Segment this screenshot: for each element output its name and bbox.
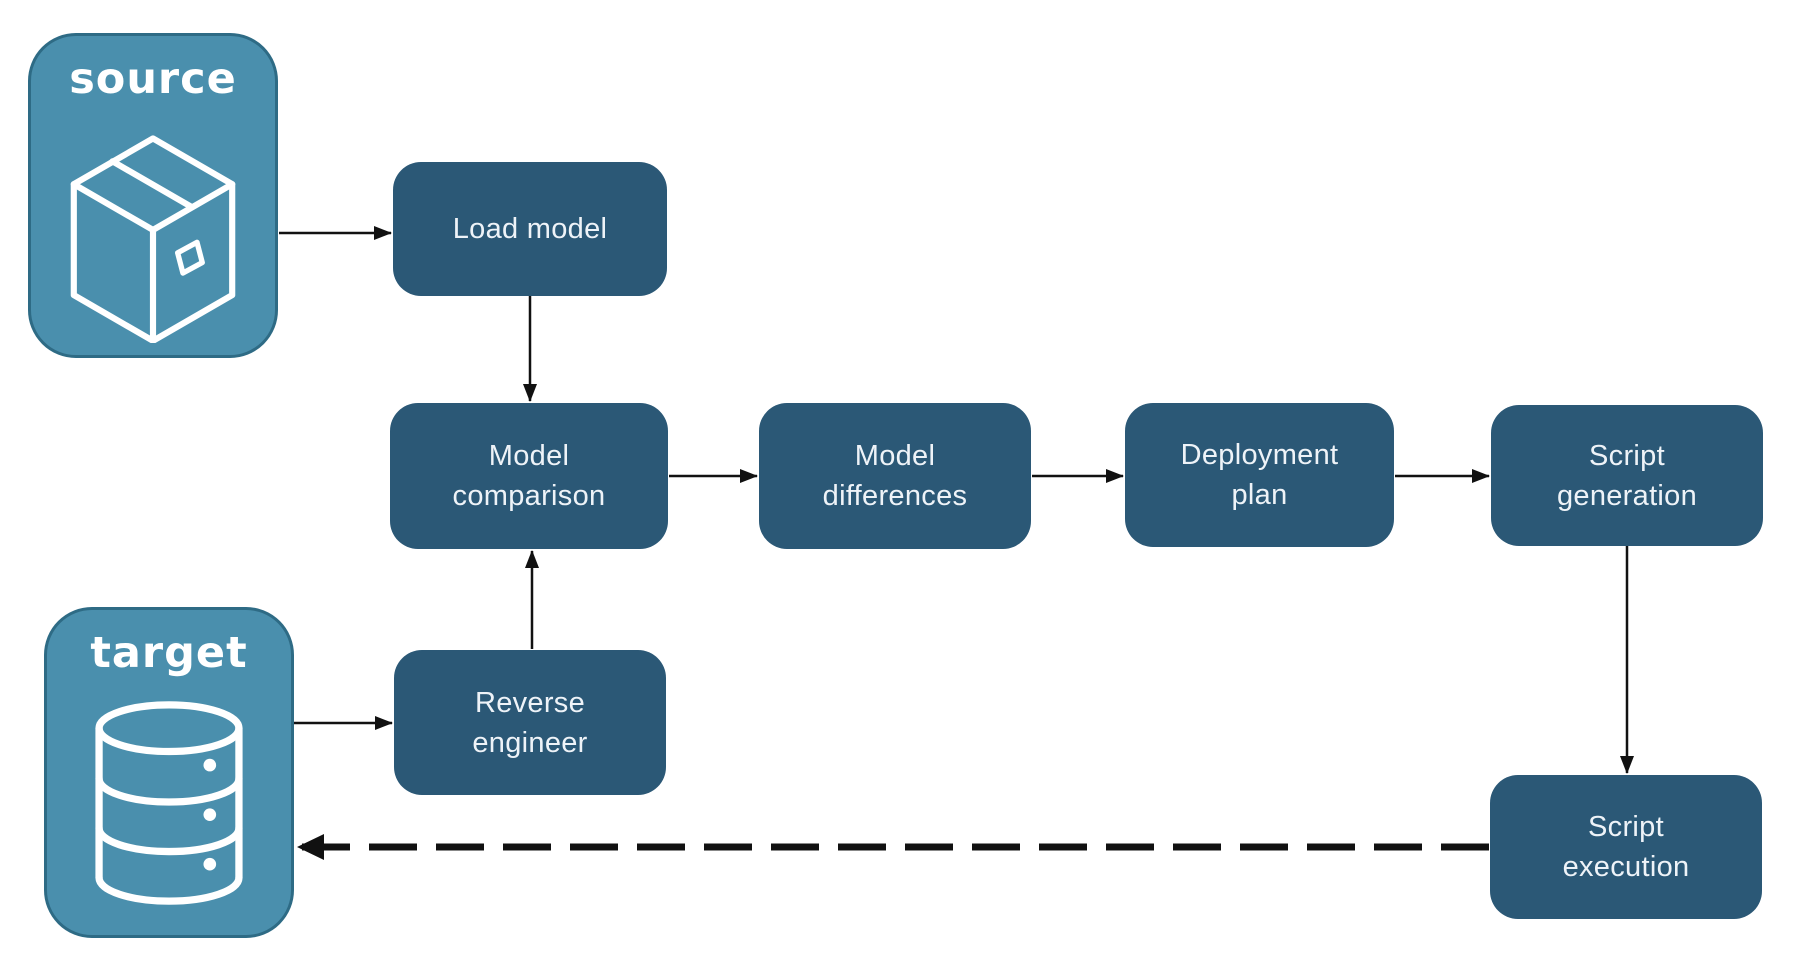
node-deployment-plan: Deployment plan [1125, 403, 1394, 547]
node-load-model: Load model [393, 162, 667, 296]
node-script-execution-label: Script execution [1562, 811, 1690, 883]
endpoint-source: source [28, 33, 278, 358]
endpoint-target: target [44, 607, 294, 938]
database-icon [95, 701, 243, 906]
node-model-differences: Model differences [759, 403, 1031, 549]
node-model-differences-label: Model differences [822, 440, 968, 512]
node-script-execution: Script execution [1490, 775, 1762, 919]
node-script-generation-label: Script generation [1556, 439, 1698, 512]
node-load-model-label: Load model [452, 213, 608, 245]
target-label: target [90, 628, 248, 678]
node-reverse-engineer: Reverse engineer [394, 650, 666, 795]
node-reverse-engineer-label: Reverse engineer [472, 686, 588, 759]
node-script-generation: Script generation [1491, 405, 1763, 546]
node-model-comparison-label: Model comparison [452, 440, 606, 512]
source-label: source [69, 54, 237, 104]
node-model-comparison: Model comparison [390, 403, 668, 549]
node-deployment-plan-label: Deployment plan [1180, 439, 1339, 511]
package-icon [70, 135, 236, 344]
